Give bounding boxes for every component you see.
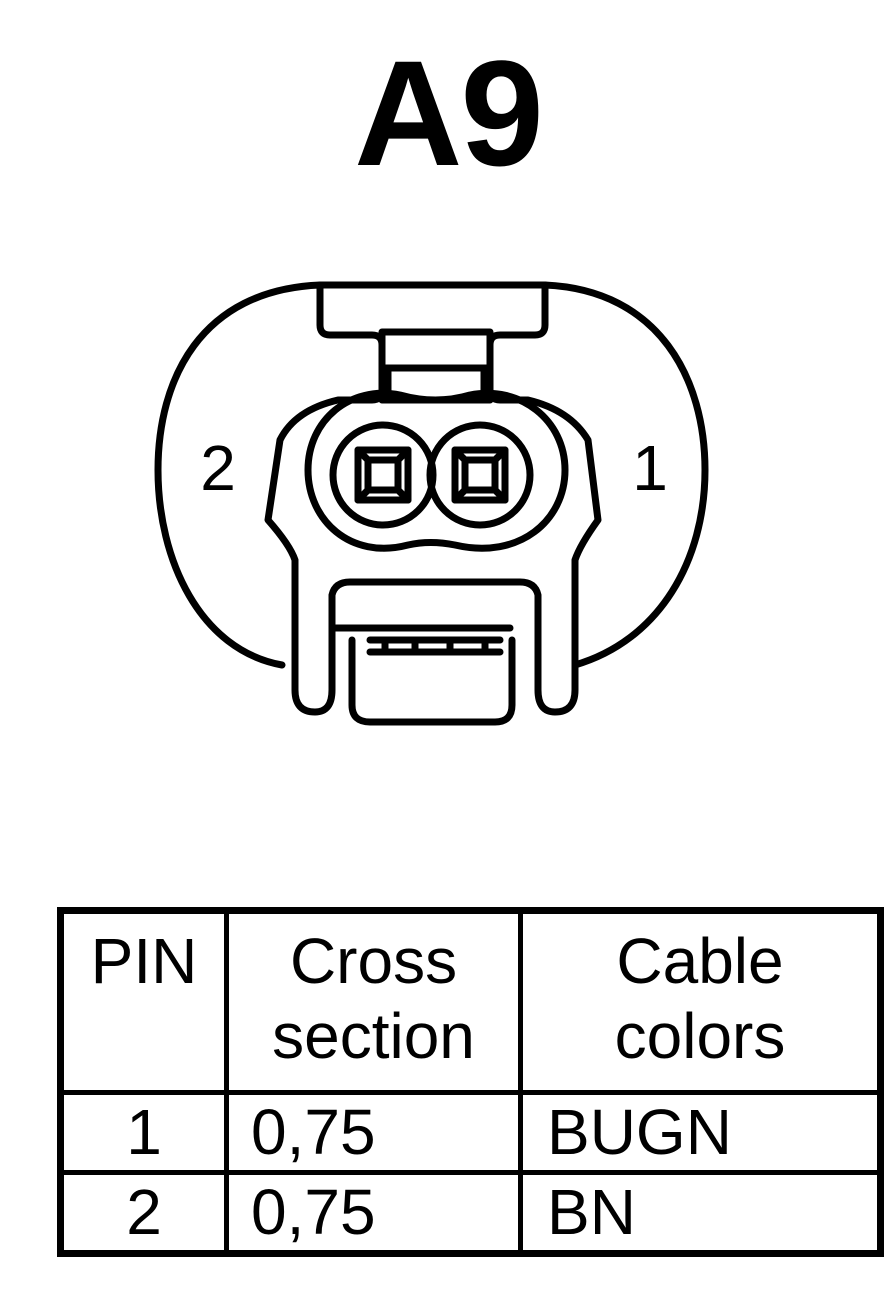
pin-1-ring [426,421,534,529]
connector-housing-outline [154,281,709,669]
pin-1-terminal [451,446,509,504]
pin-2-ring [329,421,437,529]
pin-label-1: 1 [632,432,668,504]
pin-2-terminal [354,446,412,504]
pin-label-2: 2 [200,432,236,504]
connector-inner-body [264,281,602,716]
header-cable-colors: Cable colors [518,908,883,1095]
cell-pin: 2 [58,1170,229,1256]
cell-cable-color: BUGN [518,1090,883,1175]
connector-title: A9 [354,29,544,197]
table-header-row: PIN Cross section Cable colors [58,908,883,1095]
cell-cross-section: 0,75 [224,1090,523,1175]
cell-cross-section: 0,75 [224,1170,523,1256]
connector-diagram: 2 1 [154,281,709,726]
table-row: 1 0,75 BUGN [58,1090,883,1175]
header-cross-section: Cross section [224,908,523,1095]
cell-pin: 1 [58,1090,229,1175]
pin-cavity-outline [304,389,569,552]
header-pin: PIN [58,908,229,1095]
pin-assignment-table: PIN Cross section Cable colors 1 0,75 BU… [57,907,884,1257]
connector-key-tab [331,624,516,726]
table-row: 2 0,75 BN [58,1170,883,1256]
cell-cable-color: BN [518,1170,883,1256]
